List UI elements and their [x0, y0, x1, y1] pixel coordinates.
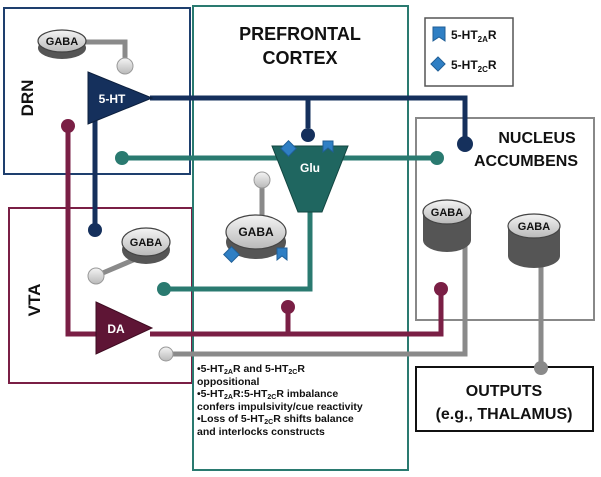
serotonin-label: 5-HT [99, 92, 126, 106]
note-1-text-b: R and 5-HT [232, 363, 289, 375]
dopamine-neuron: DA [95, 301, 154, 355]
note-1-text-c: R [297, 363, 305, 375]
maroon-input-axon [65, 128, 105, 337]
da-terminal-pfc [281, 300, 295, 314]
note-1-sub-b: 2C [288, 369, 298, 376]
note-1-sub-a: 2A [224, 369, 233, 376]
note-2-rest: confers impulsivity/cue reactivity [197, 400, 363, 413]
nac-gaba-1-label: GABA [431, 207, 463, 219]
glu-5ht2c-receptor-icon [280, 140, 297, 157]
glu-terminal-vta [157, 282, 171, 296]
pfc-gaba-5ht2c-receptor-icon [223, 246, 240, 263]
prefrontal-title-line1: PREFRONTAL [239, 24, 361, 44]
serotonin-neuron: 5-HT [87, 71, 154, 125]
outputs-title-line2: (e.g., THALAMUS) [436, 406, 573, 423]
pfc-gaba-terminal [253, 171, 271, 189]
prefrontal-title-line2: CORTEX [262, 48, 337, 68]
glu-terminal-left [115, 151, 129, 165]
note-1-rest: oppositional [197, 375, 260, 388]
note-3: •Loss of 5-HT2CR shifts balance and inte… [197, 413, 415, 438]
nac-gaba-neuron-2: GABA [507, 213, 561, 268]
serotonin-terminal-vta [88, 223, 102, 237]
note-1: •5-HT2AR and 5-HT2CR oppositional [197, 363, 415, 388]
maroon-input-terminal [61, 119, 75, 133]
serotonin-to-accumbens-axon [150, 95, 468, 140]
outputs-terminal [534, 361, 548, 375]
note-2-sub-b: 2C [267, 394, 277, 401]
dopamine-label: DA [107, 322, 125, 336]
vta-label: VTA [25, 284, 44, 317]
note-2-text-b: R:5-HT [232, 388, 268, 400]
legend-5ht2a-text: 5-HT2AR [451, 28, 497, 44]
glu-to-vta-axon [166, 210, 313, 292]
note-2-text-c: R imbalance [276, 388, 339, 400]
legend-5ht2c-icon [430, 56, 446, 72]
nac-gaba-neuron-1: GABA [422, 199, 472, 252]
drn-gaba-label: GABA [46, 36, 78, 48]
legend-5ht2c-row: 5-HT2CR [430, 56, 497, 74]
vta-gaba-neuron: GABA [121, 227, 171, 264]
legend-5ht2a-row: 5-HT2AR [432, 26, 497, 44]
pfc-gaba-label: GABA [238, 225, 274, 239]
note-2-sub-a: 2A [224, 394, 233, 401]
note-3-sub-a: 2C [264, 419, 274, 426]
findings-notes: •5-HT2AR and 5-HT2CR oppositional •5-HT2… [197, 363, 415, 438]
accumbens-title-line1: NUCLEUS [498, 130, 576, 147]
drn-label: DRN [18, 80, 37, 117]
drn-gaba-terminal [116, 57, 134, 75]
glutamate-label: Glu [300, 161, 320, 175]
glu-5ht2a-receptor-icon [322, 140, 334, 154]
note-3-rest: and interlocks constructs [197, 425, 325, 438]
glu-terminal-right [430, 151, 444, 165]
outputs-title-line1: OUTPUTS [466, 383, 543, 400]
note-2-text-a: •5-HT [197, 388, 225, 400]
note-3-text-a: •Loss of 5-HT [197, 413, 265, 425]
vta-gaba-terminal [87, 267, 105, 285]
da-to-accumbens-axon [150, 289, 444, 337]
accumbens-title-line2: ACCUMBENS [474, 153, 578, 170]
pfc-gaba-neuron: GABA [225, 214, 287, 259]
note-1-text-a: •5-HT [197, 363, 225, 375]
nac-gaba-terminal-vta [158, 346, 174, 362]
nac-gaba-2-label: GABA [518, 221, 550, 233]
drn-gaba-neuron: GABA [37, 29, 87, 59]
note-2: •5-HT2AR:5-HT2CR imbalance confers impul… [197, 388, 415, 413]
note-3-text-b: R shifts balance [273, 413, 354, 425]
legend-5ht2a-icon [432, 26, 446, 42]
da-terminal-accumbens [434, 282, 448, 296]
pfc-gaba-5ht2a-receptor-icon [276, 247, 288, 262]
vta-gaba-label: GABA [130, 237, 162, 249]
nac-gaba-output-axon [168, 243, 468, 357]
legend-5ht2c-text: 5-HT2CR [451, 58, 497, 74]
serotonin-terminal-glu [301, 128, 315, 142]
outputs-region-box [415, 366, 594, 432]
serotonin-terminal-accumbens [457, 136, 473, 152]
